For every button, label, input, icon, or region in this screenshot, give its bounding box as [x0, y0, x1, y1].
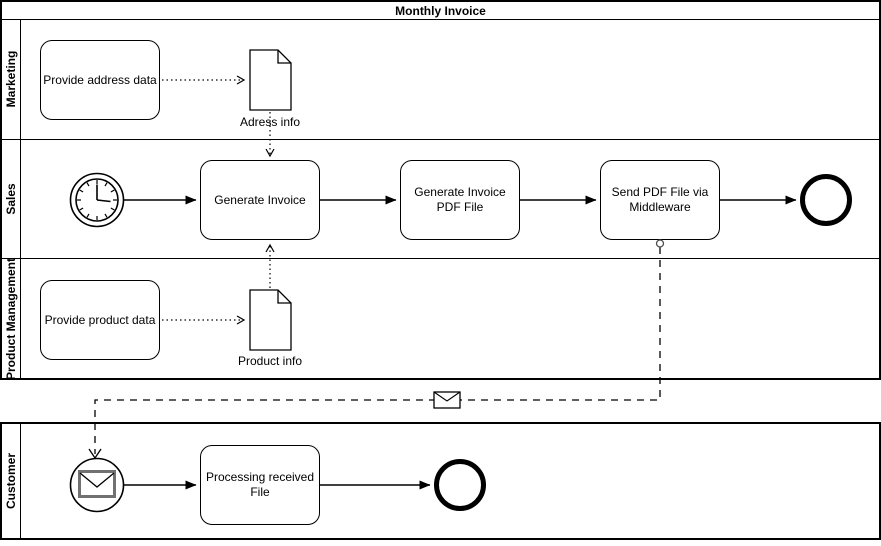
pool-monthly-invoice[interactable]: Monthly Invoice Marketing Sales Product … — [0, 0, 881, 380]
task-provide-address-data[interactable]: Provide address data — [40, 40, 160, 120]
clock-hands — [96, 184, 111, 203]
task-generate-invoice-pdf[interactable]: Generate Invoice PDF File — [400, 160, 520, 240]
envelope-icon — [433, 391, 461, 409]
pool-title: Monthly Invoice — [2, 2, 879, 20]
data-associations — [162, 75, 275, 325]
timer-start-event[interactable] — [69, 172, 125, 228]
message-start-event[interactable] — [69, 457, 125, 513]
task-processing-received-file[interactable]: Processing received File — [200, 445, 320, 525]
lane-label-band: Customer — [2, 424, 21, 538]
clock-icon — [75, 178, 119, 222]
lane-sales: Sales — [2, 139, 879, 260]
lane-container: Marketing Sales Product Management — [2, 20, 879, 380]
message-flow-send-to-customer — [88, 239, 665, 460]
document-icon — [249, 289, 292, 351]
task-provide-product-data[interactable]: Provide product data — [40, 280, 160, 360]
lane-marketing: Marketing — [2, 20, 879, 140]
lane-product-management: Product Management — [2, 258, 879, 380]
lane-label-band: Marketing — [2, 20, 21, 139]
end-event-customer[interactable] — [434, 459, 486, 511]
data-object-product-info[interactable] — [249, 289, 292, 351]
lane-label-band: Sales — [2, 139, 21, 259]
document-icon — [249, 49, 292, 111]
message-flow-origin-dot — [655, 239, 665, 248]
end-event-sales[interactable] — [800, 174, 852, 226]
envelope-icon — [78, 470, 116, 498]
task-send-pdf-middleware[interactable]: Send PDF File via Middleware — [600, 160, 720, 240]
lane-label-band: Product Management — [2, 258, 21, 380]
data-object-product-info-label: Product info — [237, 354, 303, 368]
pool-customer[interactable]: Customer — [0, 422, 881, 540]
data-object-address-info[interactable] — [249, 49, 292, 111]
task-generate-invoice[interactable]: Generate Invoice — [200, 160, 320, 240]
sequence-flows — [124, 195, 797, 490]
clock-ticks — [77, 180, 117, 220]
